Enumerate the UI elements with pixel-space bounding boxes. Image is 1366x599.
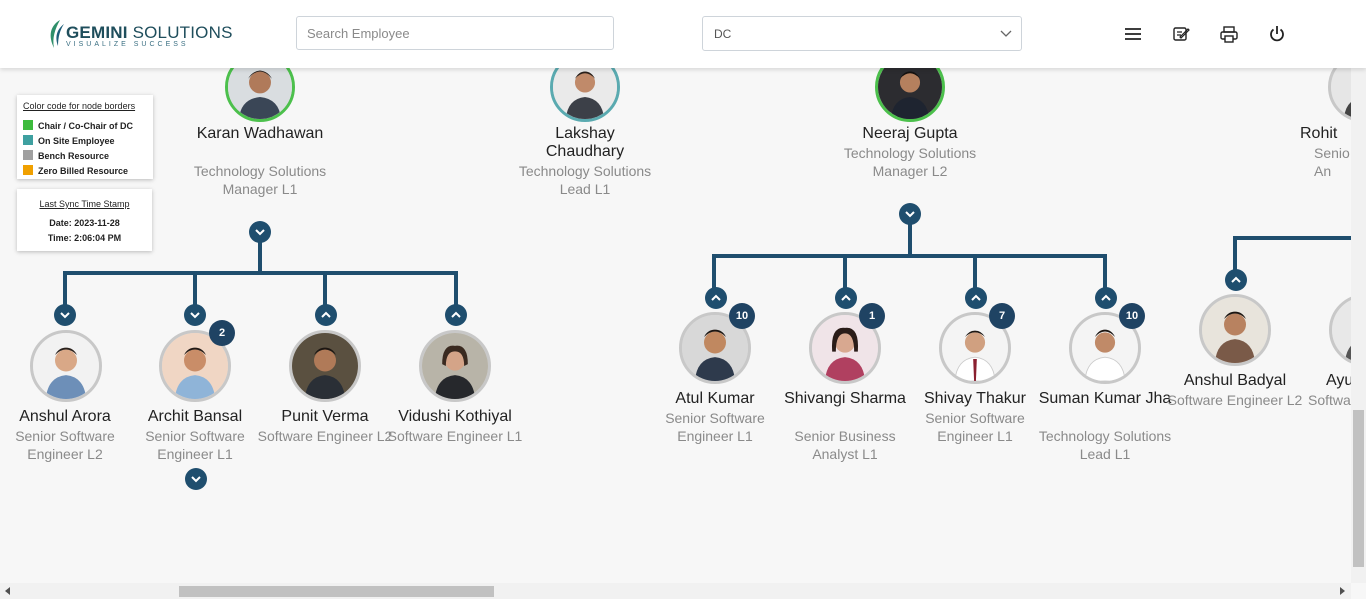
legend-swatch [23,135,33,145]
node-role: Softwa [1308,392,1351,408]
expand-anshul-arora-toggle[interactable] [54,304,76,326]
legend-item-onsite: On Site Employee [23,135,115,146]
expand-archit-toggle[interactable] [184,304,206,326]
top-header: GEMINI SOLUTIONS VISUALIZE SUCCESS DC [0,0,1366,68]
search-employee-input[interactable] [296,16,614,50]
collapse-karan-toggle[interactable] [249,221,271,243]
node-role: Senior Software Engineer L1 [145,428,245,462]
avatar-vidushi[interactable] [419,330,491,402]
department-select[interactable]: DC [702,16,1022,51]
node-name: Neeraj Gupta [862,125,958,142]
horizontal-scrollbar[interactable] [0,583,1351,599]
expand-archit-team-toggle[interactable] [185,468,207,490]
company-logo[interactable]: GEMINI SOLUTIONS VISUALIZE SUCCESS [46,16,232,52]
horizontal-scroll-thumb[interactable] [179,586,494,597]
avatar-anshul-badyal[interactable] [1199,294,1271,366]
node-name: Suman Kumar Jha [1038,390,1172,407]
atul-count-badge: 10 [729,303,755,329]
legend-item-bench: Bench Resource [23,150,109,161]
collapse-punit-toggle[interactable] [315,304,337,326]
avatar-atul[interactable] [679,312,751,384]
node-role: Software Engineer L1 [387,428,523,444]
node-name: Karan Wadhawan [196,125,324,142]
node-border-legend: Color code for node borders Chair / Co-C… [17,95,153,179]
scroll-left-arrow-icon[interactable] [4,587,12,595]
node-role: Senior Software Engineer L1 [925,410,1025,444]
node-role: Technology Solutions Manager L1 [193,163,327,197]
sync-time: Time: 2:06:04 PM [47,233,122,243]
org-chart-canvas[interactable]: Color code for node borders Chair / Co-C… [0,68,1351,583]
node-name: Anshul Badyal [1183,372,1287,389]
sync-title: Last Sync Time Stamp [39,199,130,209]
last-sync-panel: Last Sync Time Stamp Date: 2023-11-28 Ti… [17,189,152,251]
node-name: Rohit [1300,125,1338,142]
sync-date: Date: 2023-11-28 [49,218,120,228]
vertical-scroll-thumb[interactable] [1353,410,1364,567]
node-name: Lakshay Chaudhary [545,125,625,160]
collapse-neeraj-toggle[interactable] [899,203,921,225]
avatar-lakshay[interactable] [550,68,620,122]
legend-swatch [23,165,33,175]
node-role: Software Engineer L2 [257,428,393,444]
avatar-ayu[interactable] [1329,294,1351,366]
node-role: Senior Software Engineer L2 [15,428,115,462]
shivangi-count-badge: 1 [859,303,885,329]
collapse-shivay-toggle[interactable] [965,287,987,309]
collapse-shivangi-toggle[interactable] [835,287,857,309]
avatar-anshul-arora[interactable] [30,330,102,402]
edit-icon[interactable] [1171,24,1191,44]
chevron-down-icon [1000,30,1012,37]
connector-lines [63,214,1351,314]
node-name: Punit Verma [281,408,369,425]
node-name: Vidushi Kothiyal [398,408,512,425]
node-name: Atul Kumar [675,390,755,407]
avatar-suman[interactable] [1069,312,1141,384]
node-role: Senio An [1314,145,1350,179]
scroll-right-arrow-icon[interactable] [1338,587,1346,595]
legend-swatch [23,150,33,160]
node-name: Archit Bansal [147,408,243,425]
shivay-count-badge: 7 [989,303,1015,329]
avatar-punit[interactable] [289,330,361,402]
node-role: Senior Business Analyst L1 [794,428,896,462]
logo-wordmark: GEMINI SOLUTIONS [66,23,233,42]
logo-tagline: VISUALIZE SUCCESS [66,41,189,48]
collapse-atul-toggle[interactable] [705,287,727,309]
node-name: Shivangi Sharma [784,390,906,407]
department-select-value: DC [714,27,732,41]
collapse-vidushi-toggle[interactable] [445,304,467,326]
collapse-anshul-badyal-toggle[interactable] [1225,269,1247,291]
node-role: Technology Solutions Manager L2 [843,145,977,179]
node-name: Ayu [1326,372,1351,389]
menu-icon[interactable] [1123,24,1143,44]
node-name: Anshul Arora [19,408,111,425]
node-role: Software Engineer L2 [1167,392,1303,408]
node-role: Senior Software Engineer L1 [665,410,765,444]
node-role: Technology Solutions Lead L1 [1038,428,1172,462]
legend-item-chair: Chair / Co-Chair of DC [23,120,133,131]
legend-item-zero-billed: Zero Billed Resource [23,165,128,176]
node-role: Technology Solutions Lead L1 [518,163,652,197]
archit-count-badge: 2 [209,320,235,346]
print-icon[interactable] [1219,24,1239,44]
avatar-karan[interactable] [225,68,295,122]
legend-swatch [23,120,33,130]
node-name: Shivay Thakur [924,390,1026,407]
collapse-suman-toggle[interactable] [1095,287,1117,309]
logo-leaf-icon [50,20,64,48]
avatar-neeraj[interactable] [875,68,945,122]
power-icon[interactable] [1267,24,1287,44]
legend-title: Color code for node borders [23,101,136,111]
suman-count-badge: 10 [1119,303,1145,329]
